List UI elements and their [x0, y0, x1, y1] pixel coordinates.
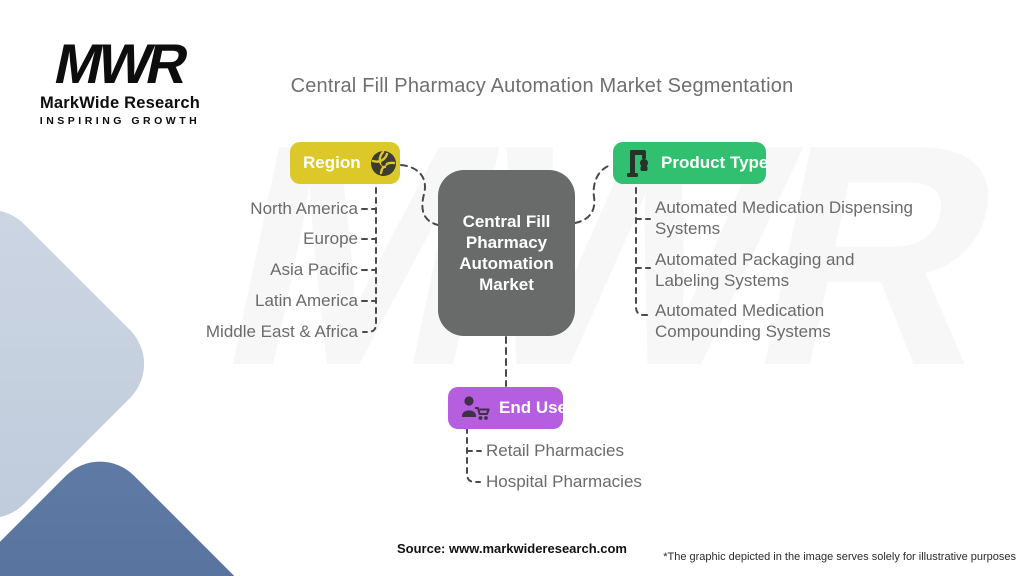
- branch-badge-product-type: Product Type: [613, 142, 769, 184]
- region-item: Latin America: [255, 291, 358, 310]
- region-item: North America: [250, 199, 358, 218]
- logo-name: MarkWide Research: [39, 94, 201, 112]
- dispenser-robot-icon: [626, 148, 652, 178]
- region-item: Europe: [303, 229, 358, 248]
- product-type-item: Automated Medication Compounding Systems: [655, 301, 831, 341]
- region-item: Middle East & Africa: [205, 322, 358, 341]
- disclaimer-note: *The graphic depicted in the image serve…: [663, 551, 1016, 563]
- product-type-item: Automated Packaging and Labeling Systems: [655, 250, 855, 290]
- region-item: Asia Pacific: [270, 260, 358, 279]
- end-user-item: Hospital Pharmacies: [486, 472, 642, 491]
- end-user-item: Retail Pharmacies: [486, 441, 624, 460]
- product-type-badge-label: Product Type: [661, 153, 769, 172]
- end-user-badge-label: End User: [499, 398, 574, 417]
- page-title: Central Fill Pharmacy Automation Market …: [290, 75, 794, 97]
- person-cart-icon: [461, 395, 490, 421]
- markwide-logo: MWR MarkWide Research INSPIRING GROWTH: [30, 32, 210, 127]
- center-node: Central Fill Pharmacy Automation Market: [438, 170, 575, 336]
- branch-badge-end-user: End User: [448, 387, 574, 429]
- product-type-item: Automated Medication Dispensing Systems: [655, 198, 913, 238]
- center-node-label: Central Fill Pharmacy Automation Market: [459, 212, 554, 294]
- logo-tagline: INSPIRING GROWTH: [39, 115, 201, 127]
- logo-monogram: MWR: [49, 32, 191, 95]
- region-badge-label: Region: [303, 153, 361, 172]
- branch-badge-region: Region: [290, 142, 400, 184]
- source-note: Source: www.markwideresearch.com: [396, 541, 627, 556]
- globe-icon: [370, 150, 397, 177]
